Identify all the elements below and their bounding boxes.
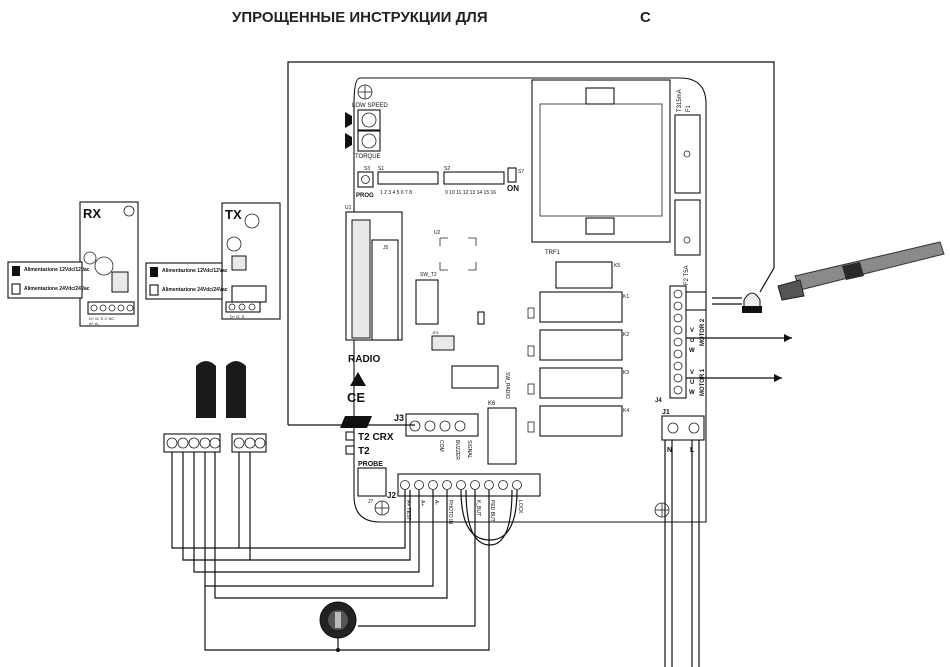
linear-actuator-icon	[777, 241, 945, 301]
label-j3: J3	[394, 413, 404, 423]
rx-module: RX D+ D- S C NC A+ A- Alimentazione 12Vd…	[7, 201, 139, 327]
label-s2: S2	[444, 166, 450, 172]
page-title: УПРОЩЕННЫЕ ИНСТРУКЦИИ ДЛЯ	[232, 9, 488, 26]
rx-supply-24: Alimentazione 24Vdc/24Vac	[24, 286, 90, 292]
label-torque: TORQUE	[355, 154, 381, 160]
label-j4: J4	[655, 398, 662, 404]
label-u2: U2	[434, 230, 441, 236]
dip1-numbers: 1 2 3 4 5 6 7 8	[380, 190, 412, 196]
j2-label: K_BUT	[475, 500, 481, 516]
key-selector-icon	[319, 601, 357, 639]
label-k3: K3	[623, 370, 629, 376]
control-board: LOW SPEED TORQUE S3 PROG S1 1 2 3 4 5 6 …	[340, 77, 707, 524]
label-sw-t2: SW_T2	[420, 272, 437, 278]
label-motor1: MOTOR 1	[700, 368, 706, 396]
j2-label: LOCK	[517, 500, 523, 514]
lamp-wire	[287, 61, 775, 425]
rx-terminals-sub: A+ A-	[89, 321, 100, 326]
neutral-wire	[664, 440, 673, 667]
photocell-terminals	[163, 433, 267, 453]
photocell-wiring	[171, 452, 518, 651]
tx-terminals: D+ D- S	[230, 314, 245, 319]
rx-supply-12: Alimentazione 12Vdc/12Vac	[24, 267, 90, 273]
label-s1: S1	[378, 166, 384, 172]
label-s3: S3	[364, 166, 370, 172]
dip2-numbers: 9 10 11 12 13 14 15 16	[445, 190, 496, 196]
label-t2: T2	[358, 446, 370, 457]
tx-title: TX	[225, 207, 242, 222]
j2-terminal-labels: A+ TEST A+ A- PHOTO IN K_BUT PED BUT LOC…	[405, 500, 523, 524]
label-k6: K6	[488, 401, 496, 407]
label-s7: S7	[518, 169, 524, 175]
motor-arrows	[686, 334, 792, 382]
tx-module: TX D+ D- S Alimentazione 12Vdc/12Vac Ali…	[145, 202, 281, 320]
label-low-speed: LOW SPEED	[352, 103, 388, 109]
label-m1-u: U	[690, 380, 694, 386]
label-buzzer: BUZZER	[454, 440, 460, 460]
label-j5: J5	[383, 245, 389, 251]
live-wire	[691, 440, 700, 667]
label-k4: K4	[623, 408, 629, 414]
label-j2: J2	[387, 491, 396, 500]
label-k2: K2	[623, 332, 629, 338]
label-com: COM	[438, 440, 444, 452]
label-trf1: TRF1	[545, 250, 561, 256]
label-jp1: JP1	[432, 330, 440, 335]
flashing-lamp-icon	[712, 292, 762, 313]
j2-label: A-	[433, 500, 439, 505]
label-j7: J7	[368, 499, 374, 505]
tx-supply-12: Alimentazione 12Vdc/12Vac	[162, 268, 228, 274]
label-m1-v: V	[690, 370, 694, 376]
esd-warning-icon	[350, 372, 366, 386]
label-f2: F2 T5A	[684, 265, 690, 285]
photocell-icon	[196, 361, 246, 418]
label-f1: F1	[686, 104, 692, 112]
j2-label: PHOTO IN	[447, 500, 453, 524]
label-signal: SIGNAL	[466, 440, 472, 459]
label-probe: PROBE	[358, 461, 383, 468]
rx-title: RX	[83, 206, 101, 221]
label-ce: CE	[347, 390, 365, 405]
rx-terminals: D+ D- S C NC	[89, 316, 114, 321]
label-m2-u: U	[690, 338, 694, 344]
tx-supply-24: Alimentazione 24Vdc/24Vac	[162, 287, 228, 293]
label-j1: J1	[662, 409, 670, 416]
label-k5: K5	[614, 263, 620, 269]
label-sw-radio: SW_RADIO	[504, 372, 510, 399]
label-u1: U1	[345, 205, 352, 211]
label-prog: PROG	[356, 193, 374, 199]
j2-label: A+ TEST	[405, 500, 411, 520]
label-m2-w: W	[689, 348, 695, 354]
label-m2-v: V	[690, 328, 694, 334]
label-radio: RADIO	[348, 354, 380, 365]
label-k1: K1	[623, 294, 629, 300]
label-f1-rating: T315mA	[677, 89, 683, 112]
antenna-icon	[340, 416, 372, 428]
page-title-suffix: C	[640, 9, 651, 26]
label-on: ON	[507, 184, 519, 193]
label-motor2: MOTOR 2	[700, 318, 706, 346]
label-n: N	[667, 447, 672, 454]
j2-label: A+	[419, 500, 425, 506]
j2-label: PED BUT	[489, 500, 495, 522]
label-t2crx: T2 CRX	[358, 432, 394, 443]
label-m1-w: W	[689, 390, 695, 396]
